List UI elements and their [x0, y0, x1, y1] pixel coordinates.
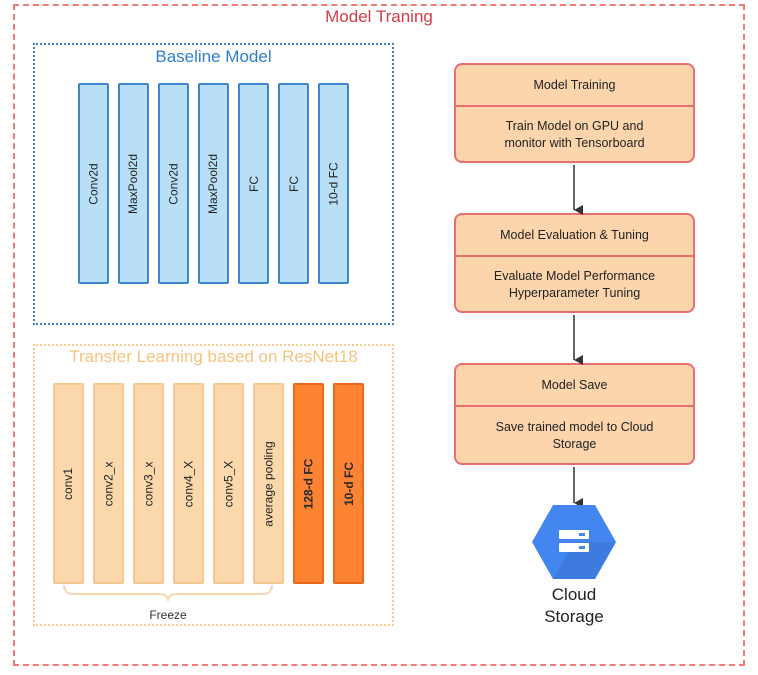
- card-title: Model Evaluation & Tuning: [456, 215, 693, 257]
- freeze-label: Freeze: [149, 608, 187, 622]
- resnet-layer-128d-fc: 128-d FC: [293, 383, 324, 584]
- baseline-layer-fc-2: FC: [278, 83, 309, 284]
- resnet-layer-conv4-x: conv4_X: [173, 383, 204, 584]
- card-body: Train Model on GPU and monitor with Tenso…: [456, 107, 693, 163]
- baseline-layer-maxpool2d-2: MaxPool2d: [198, 83, 229, 284]
- baseline-model-title: Baseline Model: [155, 47, 272, 66]
- card-title: Model Training: [456, 65, 693, 107]
- model-training-frame: [13, 4, 745, 666]
- resnet-layer-conv1: conv1: [53, 383, 84, 584]
- card-line: monitor with Tensorboard: [504, 136, 645, 150]
- resnet-layer-conv3-x: conv3_x: [133, 383, 164, 584]
- page-title: Model Traning: [325, 7, 433, 26]
- baseline-layer-conv2d-2: Conv2d: [158, 83, 189, 284]
- model-evaluation-card: Model Evaluation & Tuning Evaluate Model…: [454, 213, 695, 313]
- model-training-card: Model Training Train Model on GPU and mon…: [454, 63, 695, 163]
- baseline-layer-conv2d-1: Conv2d: [78, 83, 109, 284]
- baseline-layer-maxpool2d-1: MaxPool2d: [118, 83, 149, 284]
- transfer-learning-title: Transfer Learning based on ResNet18: [69, 347, 358, 366]
- baseline-model-group: [33, 43, 394, 325]
- freeze-brace: [63, 584, 273, 602]
- baseline-layer-fc-1: FC: [238, 83, 269, 284]
- cloud-label-line: Cloud: [551, 585, 597, 604]
- cloud-storage-icon: [532, 505, 616, 579]
- resnet-layer-conv5-x: conv5_X: [213, 383, 244, 584]
- resnet-layer-average-pooling: average pooling: [253, 383, 284, 584]
- card-line: Storage: [552, 437, 597, 451]
- card-title: Model Save: [456, 365, 693, 407]
- transfer-learning-group: [33, 344, 394, 626]
- card-line: Evaluate Model Performance: [493, 269, 656, 283]
- card-line: Train Model on GPU and: [505, 119, 644, 133]
- cloud-label-line: Storage: [544, 607, 604, 626]
- card-line: Save trained model to Cloud: [495, 420, 654, 434]
- card-line: Hyperparameter Tuning: [508, 286, 641, 300]
- resnet-layer-conv2-x: conv2_x: [93, 383, 124, 584]
- cloud-storage-label: Cloud Storage: [520, 584, 628, 628]
- resnet-layer-10d-fc: 10-d FC: [333, 383, 364, 584]
- baseline-layer-10d-fc: 10-d FC: [318, 83, 349, 284]
